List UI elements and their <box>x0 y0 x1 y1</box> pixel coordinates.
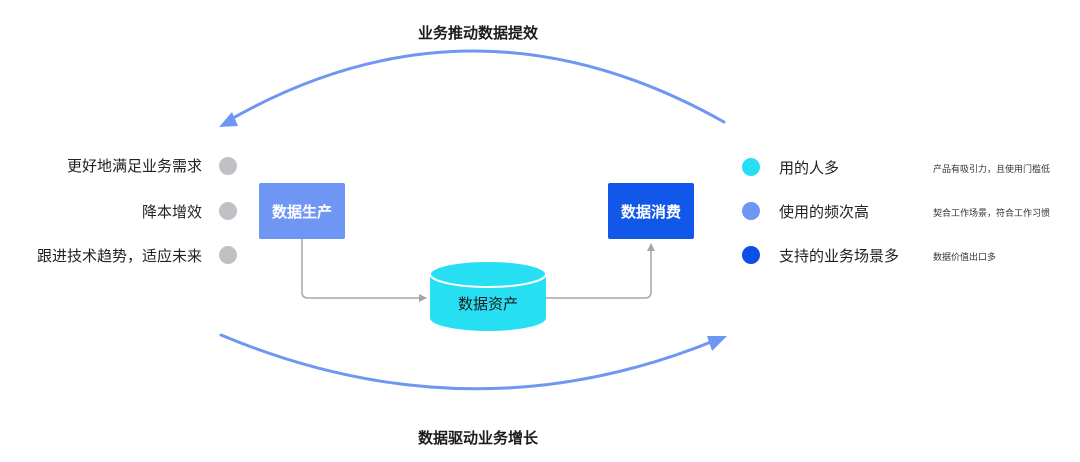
top-arrow-head-icon <box>219 112 238 127</box>
data-consumption-label: 数据消费 <box>620 202 681 221</box>
production-to-asset-connector <box>301 239 427 302</box>
navy-bullet-icon <box>742 246 760 264</box>
blue-bullet-icon <box>742 202 760 220</box>
right-item-2: 使用的频次高 <box>779 203 870 221</box>
right-item-3: 支持的业务场景多 <box>779 247 900 265</box>
right-item-1-note: 产品有吸引力，且使用门槛低 <box>933 165 1051 175</box>
bottom-arrow-title: 数据驱动业务增长 <box>418 429 539 447</box>
data-production-label: 数据生产 <box>271 202 332 221</box>
left-item-1: 更好地满足业务需求 <box>66 157 202 175</box>
bottom-growth-arrow <box>219 333 718 391</box>
grey-bullet-icon <box>219 157 237 175</box>
cyan-bullet-icon <box>742 158 760 176</box>
left-item-2: 降本增效 <box>141 203 202 221</box>
asset-to-consumption-connector <box>546 243 655 299</box>
data-consumption-box: 数据消费 <box>608 183 694 239</box>
data-asset-label: 数据资产 <box>457 295 518 313</box>
right-item-3-note: 数据价值出口多 <box>933 253 997 263</box>
grey-bullet-icon <box>219 246 237 264</box>
top-feedback-arrow <box>224 49 726 124</box>
data-production-box: 数据生产 <box>259 183 345 239</box>
right-item-2-note: 契合工作场景，符合工作习惯 <box>933 209 1051 219</box>
top-arrow-title: 业务推动数据提效 <box>418 24 539 42</box>
bottom-arrow-head-icon <box>707 336 727 351</box>
grey-bullet-icon <box>219 202 237 220</box>
left-item-3: 跟进技术趋势，适应未来 <box>36 247 202 265</box>
data-asset-cylinder <box>429 260 547 331</box>
right-item-1: 用的人多 <box>779 159 840 177</box>
